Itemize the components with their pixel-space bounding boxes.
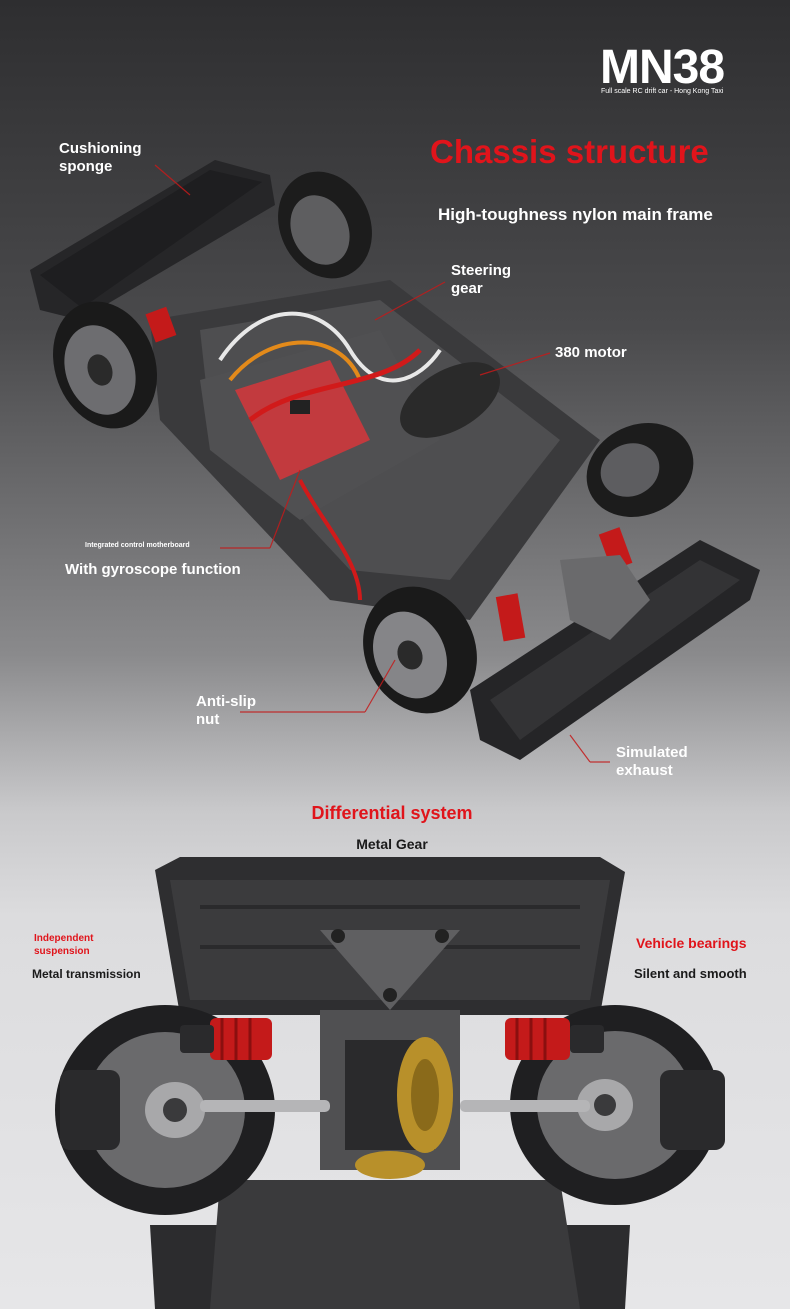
callout-cushioning-sponge: Cushioning sponge [59,140,142,175]
callout-independent-suspension: Independent suspension [34,933,94,957]
callout-metal-transmission: Metal transmission [32,967,141,981]
differential-image [55,857,725,1309]
callout-anti-slip-nut: Anti-slip nut [196,693,256,728]
brand-model: MN38 [600,41,725,94]
callout-steering-gear: Steering gear [451,262,512,297]
chassis-image [30,160,760,763]
chassis-subheadline: High-toughness nylon main frame [438,205,713,224]
callout-motor: 380 motor [555,344,627,361]
chassis-headline: Chassis structure [430,133,709,170]
callout-vehicle-bearings: Vehicle bearings [636,935,747,951]
differential-headline: Differential system [311,803,473,823]
callout-motherboard: With gyroscope function [65,561,241,578]
brand-tagline: Full scale RC drift car - Hong Kong Taxi [601,88,724,95]
differential-subheadline: Metal Gear [356,836,428,852]
callout-silent-smooth: Silent and smooth [634,966,747,981]
callout-motherboard-small: Integrated control motherboard [85,542,190,549]
callout-simulated-exhaust: Simulated exhaust [616,744,688,779]
